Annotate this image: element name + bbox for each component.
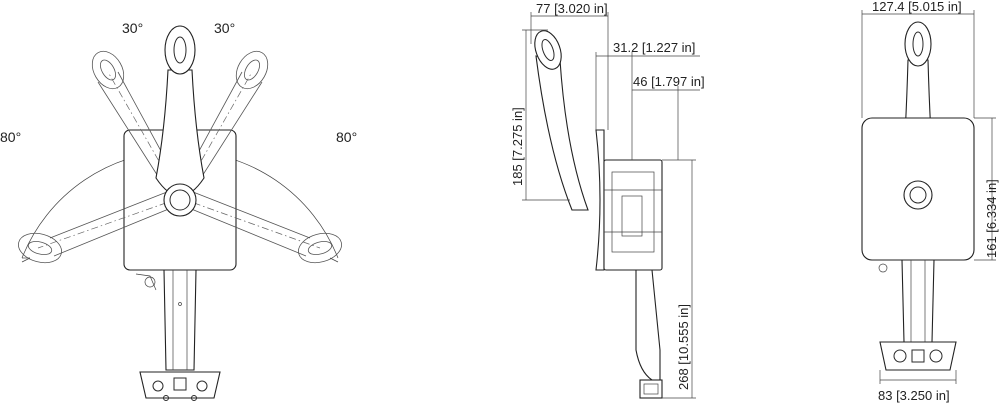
dim-mount-depth: 31.2 [1.227 in] [613,40,695,55]
side-housing [603,159,663,271]
side-view: 77 [3.020 in] 185 [7.275 in] 31.2 [1.227… [510,1,705,399]
angle-label-top-right: 30° [214,20,235,36]
dim-lever-height: 185 [7.275 in] [510,107,525,186]
side-mount-plate [595,129,605,271]
angle-label-top-left: 30° [122,20,143,36]
lever-ghost-left-80 [18,189,177,264]
dim-body-height: 161 [6.334 in] [984,179,999,258]
dim-lever-offset: 77 [3.020 in] [536,1,608,16]
angle-label-right: 80° [336,129,357,145]
rear-stem [901,259,935,343]
rear-view: 127.4 [5.015 in] 161 [6.334 in] 83 [3.25… [861,0,999,403]
mounting-stem [135,269,221,401]
dim-body-depth: 46 [1.797 in] [633,74,705,89]
angle-label-left: 80° [0,129,21,145]
side-lever [535,55,589,211]
side-stem [635,269,661,381]
dim-total-height: 268 [10.555 in] [676,304,691,390]
lever-neutral [155,25,205,217]
dim-base-width: 83 [3.250 in] [878,388,950,403]
dim-width: 127.4 [5.015 in] [872,0,962,14]
front-view: 30° 30° 80° 80° [0,20,357,401]
lever-ghost-right-80 [183,189,342,264]
